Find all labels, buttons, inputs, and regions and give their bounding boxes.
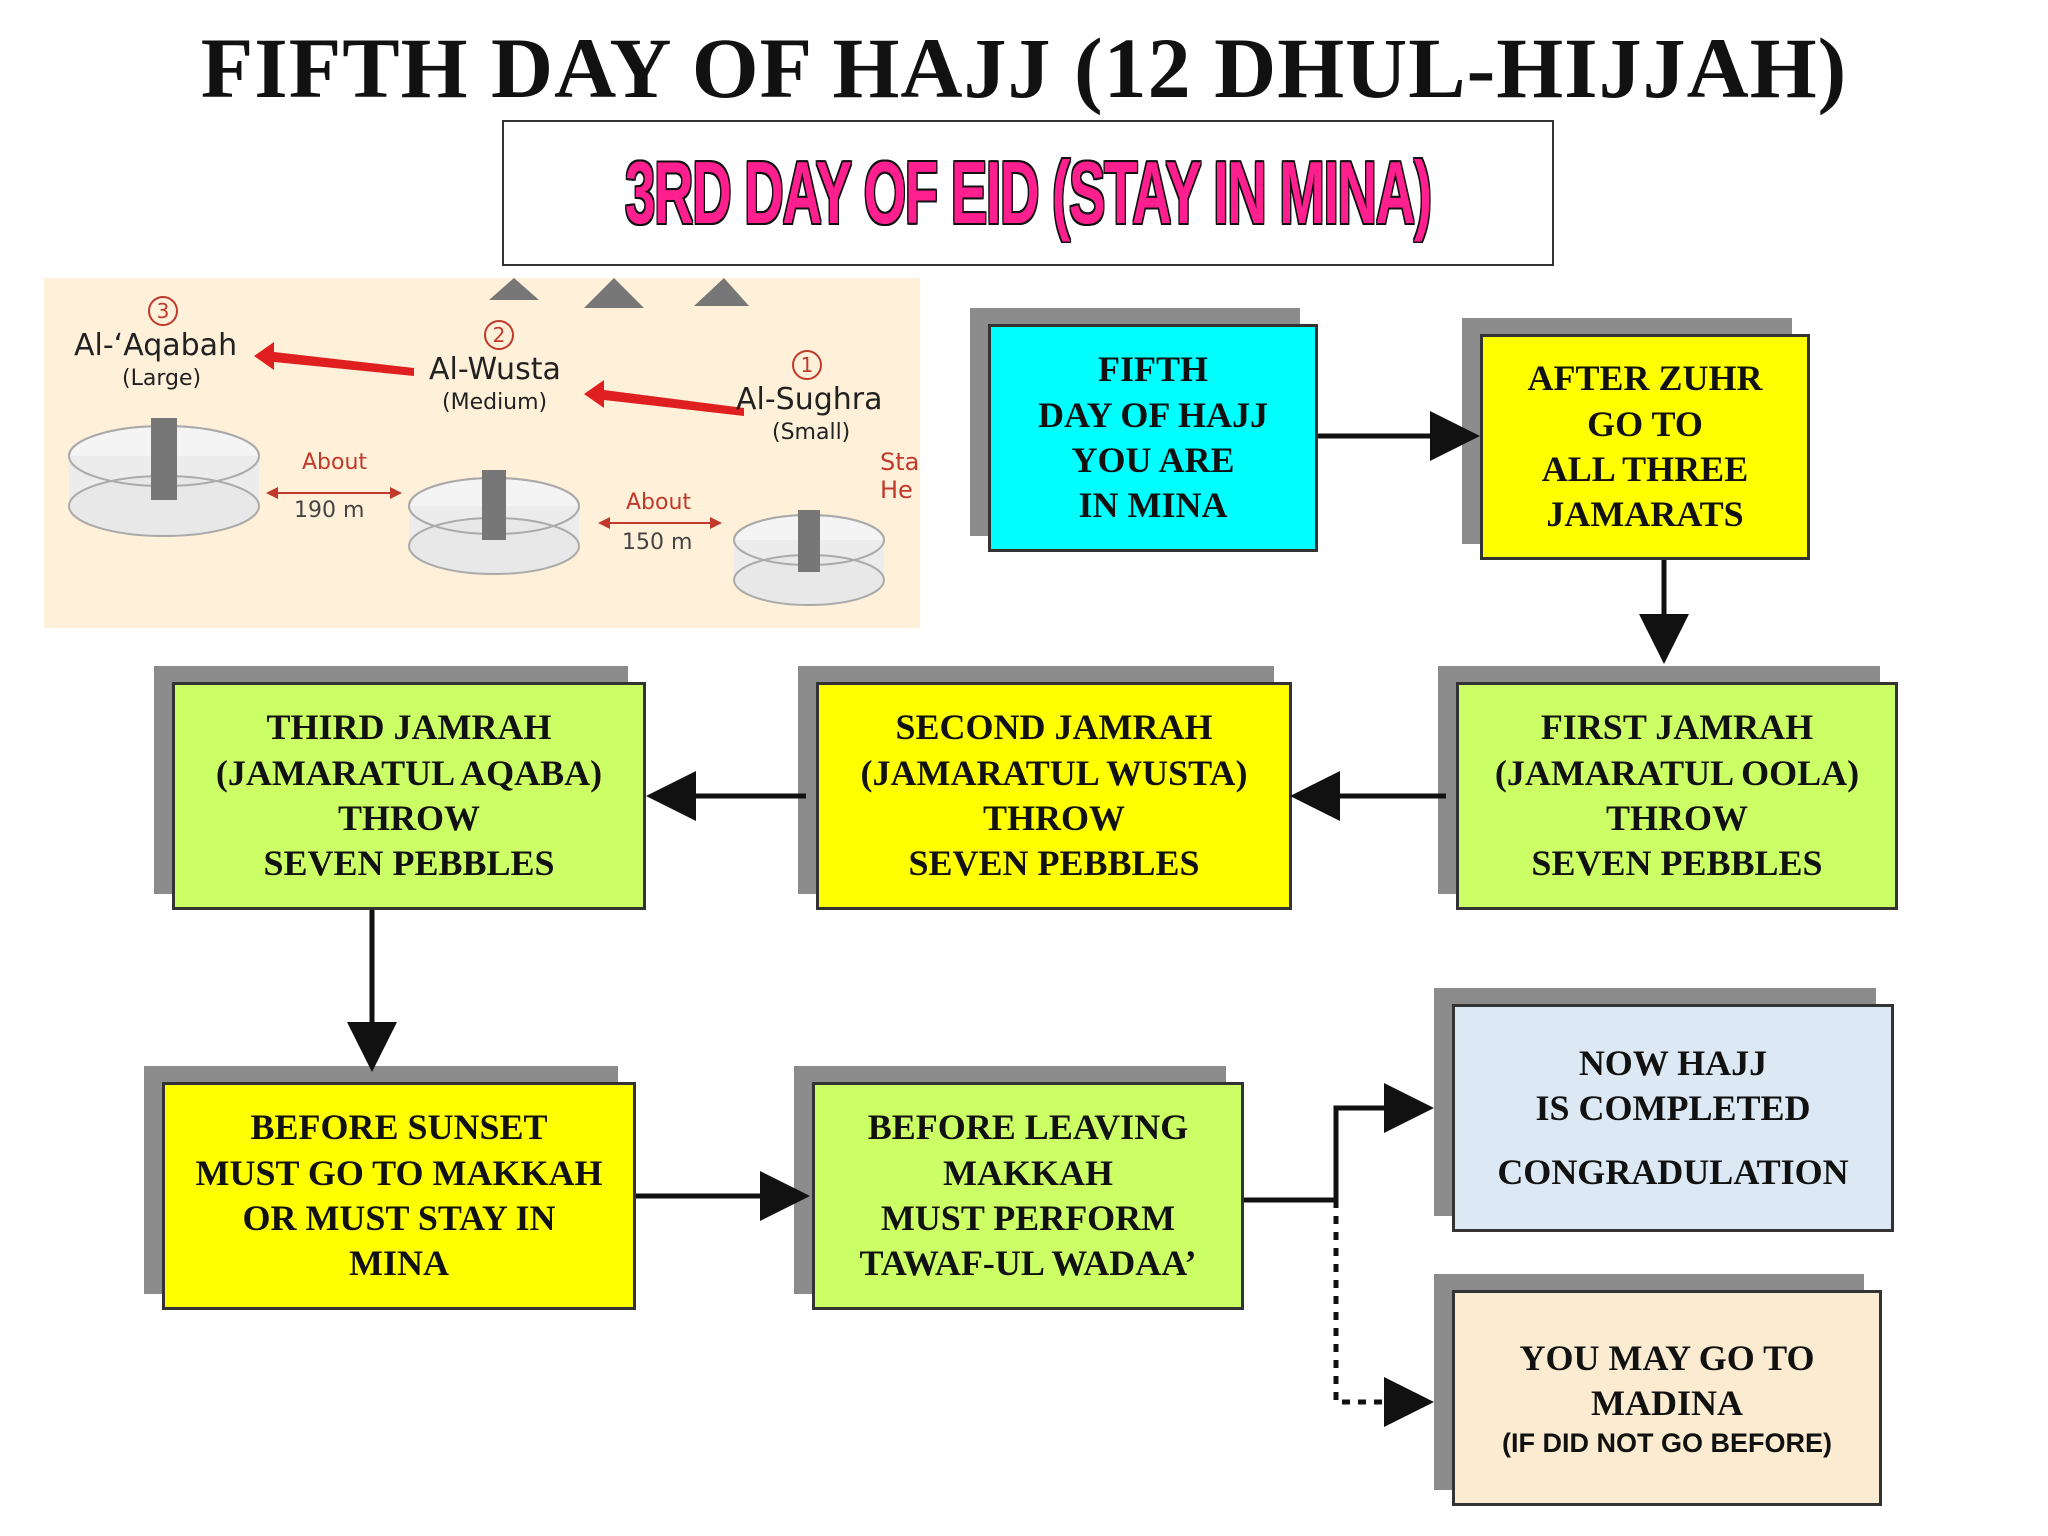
- site-size-sughra: (Small): [772, 420, 851, 445]
- step-line: BEFORE SUNSET: [250, 1107, 548, 1148]
- step-line: AFTER ZUHR: [1527, 358, 1763, 399]
- step-line: MINA: [349, 1243, 449, 1284]
- site-name-aqabah: Al-‘Aqabah: [74, 328, 238, 363]
- subtitle-banner: 3RD DAY OF EID (STAY IN MINA): [502, 120, 1554, 266]
- site-size-wusta: (Medium): [442, 390, 548, 415]
- step-fifth-day-in-mina: FIFTH DAY OF HAJJ YOU ARE IN MINA: [988, 324, 1318, 552]
- step-line: SEVEN PEBBLES: [263, 843, 555, 884]
- step-line: OR MUST STAY IN: [242, 1198, 556, 1238]
- step-line: THROW: [1605, 798, 1748, 838]
- arrow-leaving-to-completed: [1244, 1083, 1434, 1203]
- map-edge-text-1: Sta: [880, 448, 920, 476]
- site-name-sughra: Al-Sughra: [736, 382, 883, 417]
- step-third-jamrah: THIRD JAMRAH (JAMARATUL AQABA) THROW SEV…: [172, 682, 646, 910]
- step-line: IN MINA: [1078, 485, 1228, 526]
- jamarat-map-illustration: 3 Al-‘Aqabah (Large) 2 Al-Wusta (Medium)…: [44, 278, 920, 628]
- step-line: THROW: [337, 798, 480, 838]
- pit-aqabah-icon: [68, 418, 260, 537]
- step-line: IS COMPLETED: [1535, 1088, 1811, 1129]
- step-line: YOU ARE: [1071, 440, 1235, 480]
- step-line: SECOND JAMRAH: [895, 707, 1213, 748]
- pit-wusta-icon: [408, 470, 580, 575]
- step-second-jamrah: SECOND JAMRAH (JAMARATUL WUSTA) THROW SE…: [816, 682, 1292, 910]
- step-line: MUST PERFORM: [880, 1198, 1176, 1238]
- step-line: FIRST JAMRAH: [1540, 707, 1814, 748]
- step-line: GO TO: [1587, 403, 1703, 444]
- pit-sughra-icon: [733, 510, 885, 606]
- step-before-sunset: BEFORE SUNSET MUST GO TO MAKKAH OR MUST …: [162, 1082, 636, 1310]
- arrow-leaving-to-madina: [1333, 1200, 1434, 1427]
- step-line: (JAMARATUL AQABA): [215, 752, 603, 793]
- step-before-leaving-makkah: BEFORE LEAVING MAKKAH MUST PERFORM TAWAF…: [812, 1082, 1244, 1310]
- step-line: (JAMARATUL WUSTA): [860, 752, 1248, 793]
- distance-arrows: [266, 487, 722, 529]
- step-line: CONGRADULATION: [1497, 1151, 1849, 1192]
- step-line: TAWAF-UL WADAA’: [859, 1243, 1197, 1284]
- step-hajj-completed: NOW HAJJ IS COMPLETED CONGRADULATION: [1452, 1004, 1894, 1232]
- distance-about-1: About: [302, 450, 368, 475]
- step-line: MUST GO TO MAKKAH: [195, 1152, 603, 1193]
- step-line: MADINA: [1591, 1382, 1743, 1423]
- map-edge-text-2: He: [880, 476, 913, 504]
- distance-value-1: 190 m: [294, 498, 365, 523]
- madina-note: (IF DID NOT GO BEFORE): [1502, 1428, 1832, 1459]
- site-number-3: 3: [148, 296, 178, 326]
- site-number-2: 2: [484, 320, 514, 350]
- step-line: YOU MAY GO TO: [1519, 1337, 1815, 1378]
- distance-value-2: 150 m: [622, 530, 693, 555]
- subtitle-text: 3RD DAY OF EID (STAY IN MINA): [625, 143, 1432, 242]
- step-line: BEFORE LEAVING: [867, 1107, 1189, 1148]
- step-line: MAKKAH: [943, 1152, 1113, 1193]
- step-line: SEVEN PEBBLES: [1531, 843, 1823, 884]
- step-line: FIFTH: [1097, 349, 1208, 390]
- step-line: NOW HAJJ: [1578, 1042, 1768, 1083]
- site-name-wusta: Al-Wusta: [429, 352, 561, 387]
- tents-icon: [489, 278, 749, 308]
- distance-about-2: About: [626, 490, 692, 515]
- page-title: FIFTH DAY OF HAJJ (12 DHUL-HIJJAH): [200, 20, 1848, 116]
- step-line: THROW: [982, 798, 1125, 838]
- step-go-to-madina: YOU MAY GO TO MADINA (IF DID NOT GO BEFO…: [1452, 1290, 1882, 1506]
- site-number-1: 1: [792, 350, 822, 380]
- map-drawing: [68, 278, 885, 606]
- step-line: THIRD JAMRAH: [266, 707, 552, 748]
- step-line: (JAMARATUL OOLA): [1494, 752, 1860, 793]
- direction-arrows: [254, 342, 744, 416]
- step-line: JAMARATS: [1546, 494, 1744, 535]
- step-first-jamrah: FIRST JAMRAH (JAMARATUL OOLA) THROW SEVE…: [1456, 682, 1898, 910]
- step-line: DAY OF HAJJ: [1037, 394, 1268, 435]
- step-line: SEVEN PEBBLES: [908, 843, 1200, 884]
- step-after-zuhr: AFTER ZUHR GO TO ALL THREE JAMARATS: [1480, 334, 1810, 560]
- step-line: ALL THREE: [1541, 449, 1749, 489]
- site-size-aqabah: (Large): [122, 366, 202, 391]
